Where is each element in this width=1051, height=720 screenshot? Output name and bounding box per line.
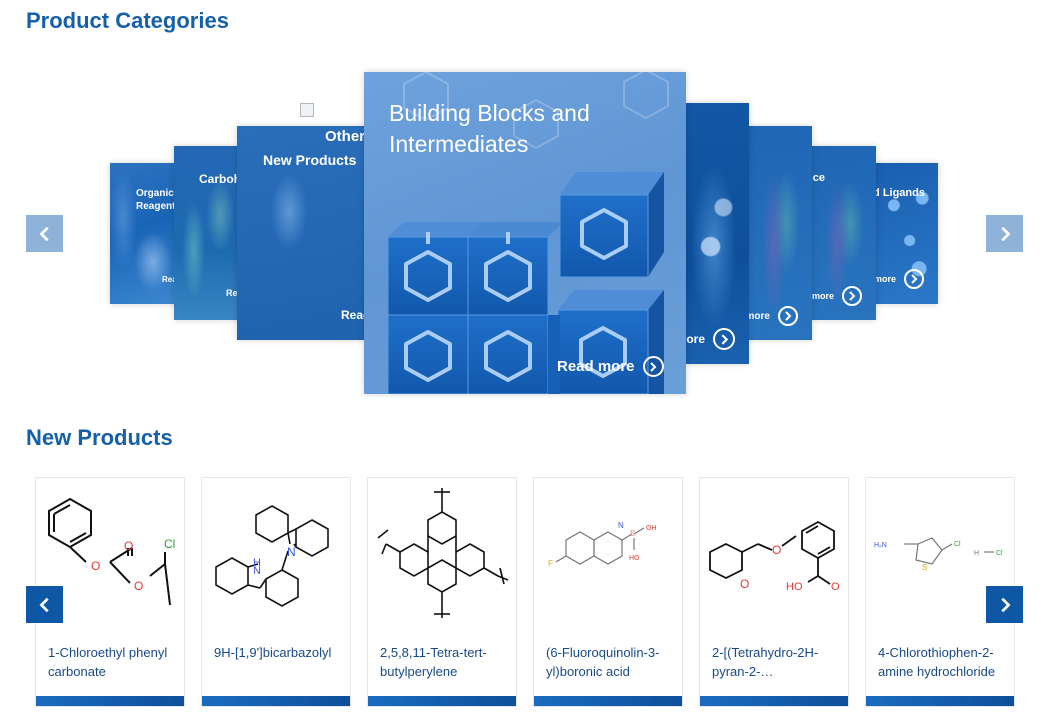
atom-label: HO: [629, 555, 640, 562]
category-card-catalysts[interactable]: Catalysts and Ligands Read more: [875, 163, 938, 304]
atom-label: O: [740, 577, 749, 591]
categories-title: Product Categories: [26, 8, 229, 33]
atom-label: N: [287, 545, 296, 559]
atom-label: O: [91, 559, 100, 573]
atom-label: Cl: [996, 550, 1003, 557]
read-more-link[interactable]: Read more: [811, 286, 862, 306]
product-structure-image: [377, 488, 509, 618]
category-card-building-blocks[interactable]: Building Blocks and Intermediates Read m…: [364, 72, 686, 394]
category-card-molecular[interactable]: Read more: [685, 103, 749, 364]
atom-label: Cl: [954, 541, 961, 548]
atom-label: N: [253, 565, 261, 577]
product-card-footer: [866, 696, 1014, 706]
product-card-footer: [700, 696, 848, 706]
product-card-footer: [368, 696, 516, 706]
product-card-footer: [534, 696, 682, 706]
atom-label: O: [134, 579, 143, 593]
product-card[interactable]: N H N 9H-[1,9']bicarbazolyl: [201, 477, 351, 707]
atom-label: HO: [786, 581, 803, 593]
read-more-link[interactable]: Read more: [557, 356, 664, 377]
building-blocks-illustration: [387, 72, 669, 394]
category-card-material-science[interactable]: Material Science Read more: [811, 146, 876, 320]
atom-label: S: [922, 563, 927, 572]
product-name[interactable]: 2,5,8,11-Tetra-tert-butylperylene: [380, 645, 487, 679]
circle-arrow-right-icon: [904, 269, 924, 289]
read-more-link[interactable]: Read more: [685, 328, 735, 350]
product-name[interactable]: 4-Chlorothiophen-2-amine hydrochloride: [878, 645, 996, 679]
read-more-link[interactable]: Read more: [226, 288, 240, 298]
product-card[interactable]: 2,5,8,11-Tetra-tert-butylperylene: [367, 477, 517, 707]
category-card-carbohydrates[interactable]: Carbohydrates Read more: [174, 146, 240, 320]
product-name[interactable]: 9H-[1,9']bicarbazolyl: [214, 645, 332, 660]
category-card-organic-reagents[interactable]: Organic Reagents Read more: [110, 163, 176, 304]
products-next-button[interactable]: [986, 586, 1023, 623]
circle-arrow-right-icon: [778, 306, 798, 326]
atom-label: O: [831, 581, 840, 593]
atom-label: H: [253, 557, 261, 569]
category-card-biochemistry[interactable]: Read more: [748, 126, 812, 340]
chevron-right-icon: [1000, 597, 1011, 612]
category-card-new-products[interactable]: Others New Products Read more: [237, 126, 367, 340]
read-more-link[interactable]: Read more: [162, 275, 174, 284]
products-prev-button[interactable]: [26, 586, 63, 623]
chevron-left-icon: [38, 226, 49, 241]
atom-label: H: [974, 550, 979, 557]
atom-label: Cl: [164, 537, 175, 551]
product-structure-image: H₂N Cl S H Cl: [874, 537, 1003, 572]
product-structure-image: O O O Cl: [48, 497, 175, 606]
atom-label: N: [618, 521, 624, 530]
atom-label: O: [124, 539, 133, 553]
atom-label: O: [772, 543, 781, 557]
product-name[interactable]: (6-Fluoroquinolin-3-yl)boronic acid: [546, 645, 660, 679]
read-more-link[interactable]: Read more: [341, 308, 367, 322]
atom-label: H₂N: [874, 542, 887, 549]
product-card-footer: [202, 696, 350, 706]
atom-label: F: [548, 559, 553, 568]
carousel-prev-button[interactable]: [26, 215, 63, 252]
circle-arrow-right-icon: [642, 356, 664, 377]
broken-image-icon: [300, 103, 314, 117]
product-card-footer: [36, 696, 184, 706]
product-structure-image: O O HO O: [709, 520, 840, 593]
product-card[interactable]: N F B OH HO (6-Fluoroquinolin-3-yl)boron…: [533, 477, 683, 707]
product-structure-image: N F B OH HO: [548, 521, 657, 568]
product-card[interactable]: O O HO O 2-[(Tetrahydro-2H-pyran-2-…: [699, 477, 849, 707]
new-products-title: New Products: [26, 425, 173, 450]
read-more-link[interactable]: Read more: [748, 306, 798, 326]
circle-arrow-right-icon: [842, 286, 862, 306]
atom-label: OH: [646, 525, 657, 532]
carousel-next-button[interactable]: [986, 215, 1023, 252]
read-more-link[interactable]: Read more: [875, 269, 924, 289]
atom-label: B: [630, 529, 635, 538]
product-name[interactable]: 2-[(Tetrahydro-2H-pyran-2-…: [712, 645, 819, 679]
product-structure-image: N H N: [215, 505, 329, 607]
product-name[interactable]: 1-Chloroethyl phenyl carbonate: [48, 645, 168, 679]
chevron-left-icon: [38, 597, 49, 612]
chevron-right-icon: [1000, 226, 1011, 241]
circle-arrow-right-icon: [713, 328, 735, 350]
